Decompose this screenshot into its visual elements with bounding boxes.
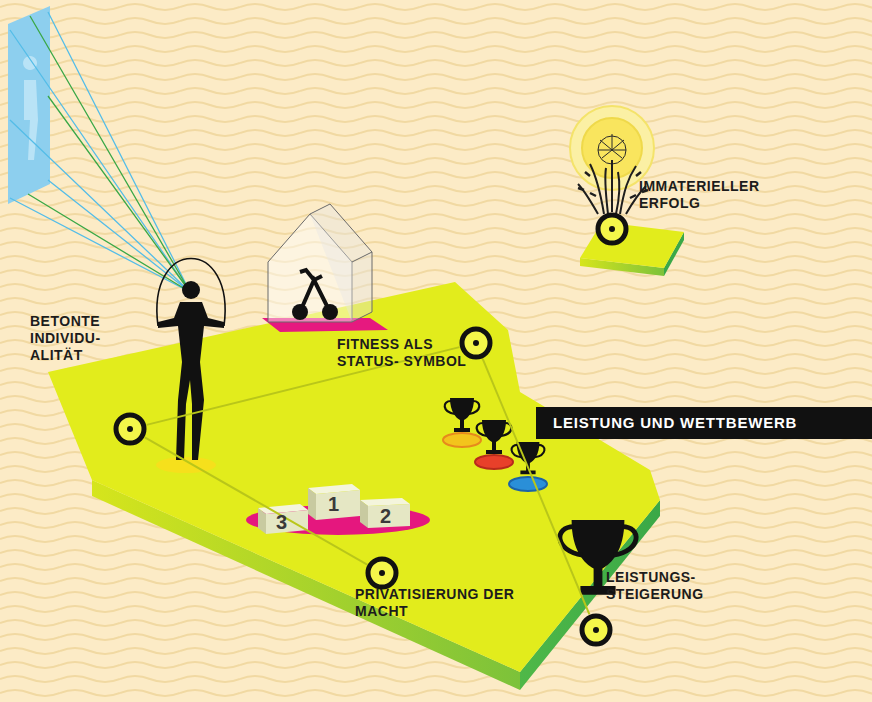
rope-jumper: [156, 259, 225, 474]
marker-node: IMMATERIELLER ERFOLG: [595, 212, 629, 246]
connector-line: [145, 437, 367, 564]
podium-number: 2: [380, 505, 391, 527]
marker-ring: [595, 212, 629, 246]
podium: [246, 484, 430, 535]
podium-number: 1: [328, 493, 339, 515]
marker-ring: [365, 556, 399, 590]
node-label: PRIVATISIERUNG DER MACHT: [355, 586, 525, 620]
glass-house: [262, 204, 388, 332]
node-label: BETONTE INDIVIDU- ALITÄT: [30, 313, 130, 364]
marker-node: BETONTE INDIVIDU- ALITÄT: [113, 412, 147, 446]
node-label: LEISTUNGS- STEIGERUNG: [606, 569, 724, 603]
podium-number: 3: [276, 511, 287, 533]
projection-panel: [8, 6, 190, 292]
title-band: LEISTUNG UND WETTBEWERB: [536, 407, 872, 439]
connector-line: [483, 359, 590, 615]
marker-ring: [579, 613, 613, 647]
marker-node: PRIVATISIERUNG DER MACHT: [365, 556, 399, 590]
node-label: FITNESS ALS STATUS- SYMBOL: [337, 336, 467, 370]
node-label: LEISTUNG UND WETTBEWERB: [536, 407, 872, 439]
marker-ring: [113, 412, 147, 446]
platform: [48, 282, 660, 690]
node-label: IMMATERIELLER ERFOLG: [639, 178, 789, 212]
marker-node: FITNESS ALS STATUS- SYMBOL: [459, 326, 493, 360]
marker-node: LEISTUNGS- STEIGERUNG: [579, 613, 613, 647]
